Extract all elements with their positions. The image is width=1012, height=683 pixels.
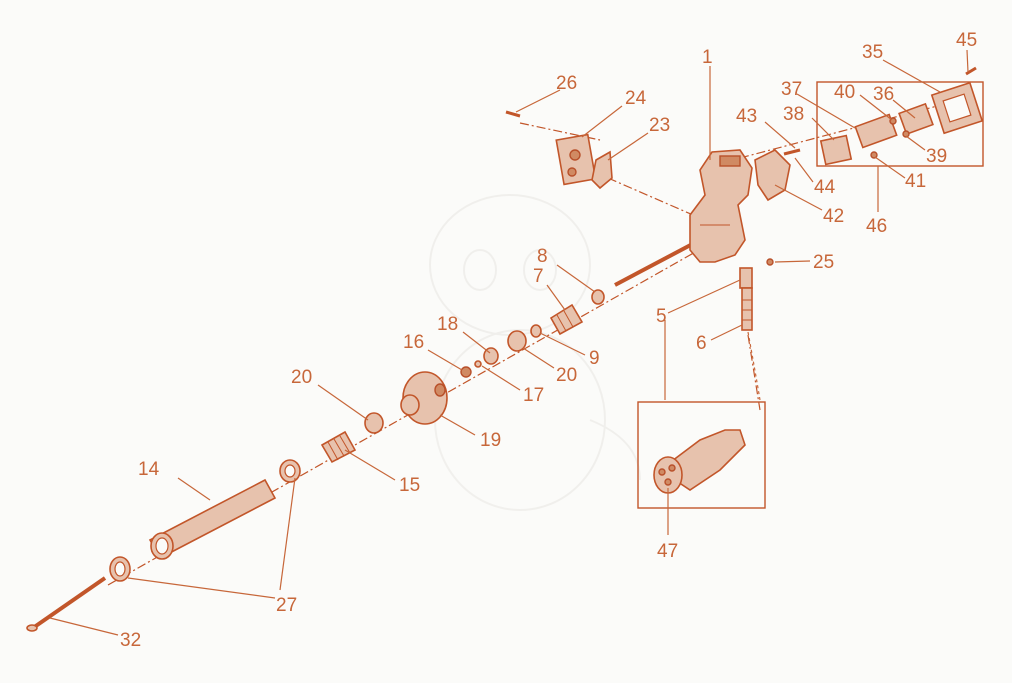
label-17: 17: [523, 385, 544, 406]
part-16-nut: [460, 366, 472, 378]
label-36: 36: [873, 84, 894, 105]
label-24: 24: [625, 88, 647, 109]
part-14-tube: [148, 478, 277, 560]
part-shaft: [614, 238, 701, 287]
label-27: 27: [276, 595, 297, 616]
label-23: 23: [649, 115, 670, 136]
label-32: 32: [120, 630, 141, 651]
group-46-parts: [819, 66, 984, 166]
label-39: 39: [926, 146, 947, 167]
part-1-gun-body: [689, 149, 753, 263]
hose: [747, 331, 761, 401]
label-20-left: 20: [291, 367, 312, 388]
box-plug-group: [637, 401, 766, 509]
label-20-right: 20: [556, 365, 577, 386]
label-26: 26: [556, 73, 577, 94]
label-46: 46: [866, 216, 887, 237]
label-5: 5: [656, 306, 667, 327]
label-43: 43: [736, 106, 757, 127]
label-38: 38: [783, 104, 804, 125]
part-26-screw: [505, 110, 521, 118]
part-18-bushing: [483, 347, 499, 365]
watermark-mascot: [429, 194, 641, 511]
part-15-threaded-nipple: [320, 430, 357, 464]
part-27-ring-b: [279, 459, 301, 483]
label-18: 18: [437, 314, 458, 335]
label-44: 44: [814, 177, 836, 198]
part-42-cover: [754, 149, 791, 202]
part-17-washer: [474, 360, 482, 368]
label-6: 6: [696, 333, 707, 354]
label-37: 37: [781, 79, 802, 100]
part-20-ring-a: [364, 412, 384, 434]
part-5-6-fitting: [739, 267, 753, 331]
part-19-flange: [400, 371, 448, 425]
label-40: 40: [834, 82, 855, 103]
label-15: 15: [399, 475, 420, 496]
label-47: 47: [657, 541, 678, 562]
label-8: 8: [537, 246, 548, 267]
label-45: 45: [956, 30, 977, 51]
label-1: 1: [702, 47, 713, 68]
label-14: 14: [138, 459, 160, 480]
part-32-rod: [26, 576, 107, 632]
part-27-ring-a: [109, 556, 131, 582]
label-25: 25: [813, 252, 834, 273]
label-16: 16: [403, 332, 424, 353]
part-7-fitting: [549, 303, 584, 336]
box-group-46: [816, 81, 984, 167]
part-24-bracket: [555, 133, 597, 186]
label-41: 41: [905, 171, 926, 192]
part-23-gasket: [591, 150, 613, 190]
label-19: 19: [480, 430, 501, 451]
part-47-plug: [653, 429, 746, 494]
label-9: 9: [589, 348, 600, 369]
leader-lines: [49, 49, 969, 636]
label-35: 35: [862, 42, 883, 63]
callout-labels: 1 5 6 7 8 9 14 15 16 17 18 19 20 20 23 2…: [120, 30, 977, 651]
part-9-o-ring: [530, 324, 542, 338]
label-7: 7: [533, 266, 544, 287]
part-43-44-screws: [783, 148, 801, 156]
part-25-screw: [766, 258, 774, 266]
part-20-ring-b: [507, 330, 527, 352]
part-8-ring: [591, 289, 605, 305]
label-42: 42: [823, 206, 844, 227]
